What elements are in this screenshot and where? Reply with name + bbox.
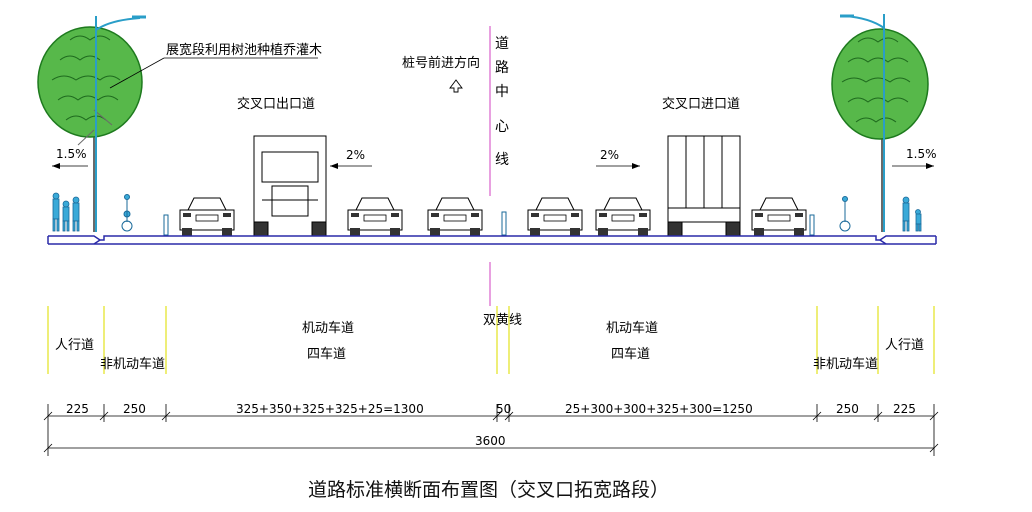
- center-char-1: 道: [495, 36, 509, 52]
- car-6: [751, 197, 807, 236]
- dim-sidewalk-left: 225: [66, 402, 89, 416]
- diagram-caption: 道路标准横断面布置图（交叉口拓宽路段）: [308, 479, 669, 501]
- light-pole-right: [840, 14, 885, 232]
- cars: [179, 197, 807, 236]
- right-lanes-label: 四车道: [611, 346, 650, 362]
- left-sidewalk-label: 人行道: [55, 338, 94, 353]
- station-direction: 桩号前进方向: [402, 55, 480, 93]
- center-char-3: 中: [495, 84, 509, 100]
- dim-total: 3600: [475, 434, 506, 448]
- left-motor-label: 机动车道: [302, 320, 354, 336]
- double-yellow-label: 双黄线: [483, 313, 522, 328]
- dim-motor-right: 25+300+300+325+300=1250: [565, 402, 753, 416]
- entry-lane-label: 交叉口进口道: [662, 96, 740, 112]
- center-char-5: 线: [495, 152, 509, 168]
- right-motor-label: 机动车道: [606, 320, 658, 336]
- light-pole-left: [95, 15, 146, 232]
- zone-dividers: [47, 306, 935, 374]
- car-2: [347, 197, 403, 236]
- center-char-4: 心: [495, 119, 509, 135]
- right-sidewalk-label: 人行道: [885, 338, 924, 353]
- car-5: [595, 197, 651, 236]
- slope-left-outer: 1.5%: [56, 147, 87, 161]
- slope-marks: 1.5% 1.5% 2% 2%: [52, 147, 937, 169]
- car-4: [527, 197, 583, 236]
- widening-note-text: 展宽段利用树池种植乔灌木: [166, 42, 322, 58]
- pedestrians-left: [52, 192, 80, 232]
- curb-posts: [163, 211, 815, 236]
- left-nonmotor-label: 非机动车道: [100, 356, 165, 372]
- up-arrow-icon: [449, 79, 463, 93]
- exit-lane-label: 交叉口出口道: [237, 96, 315, 112]
- tree-right: [831, 28, 929, 232]
- car-1: [179, 197, 235, 236]
- slope-right-lane: 2%: [600, 148, 619, 162]
- dim-motor-left: 325+350+325+325+25=1300: [236, 402, 424, 416]
- slope-left-lane: 2%: [346, 148, 365, 162]
- dim-nonmotor-left: 250: [123, 402, 146, 416]
- slope-right-outer: 1.5%: [906, 147, 937, 161]
- right-nonmotor-label: 非机动车道: [813, 356, 878, 372]
- truck-entry: [667, 135, 741, 237]
- zone-labels: 人行道 非机动车道 机动车道 四车道 双黄线 机动车道 四车道 非机动车道 人行…: [55, 313, 924, 372]
- station-direction-text: 桩号前进方向: [402, 55, 480, 71]
- widening-note: 展宽段利用树池种植乔灌木: [109, 42, 322, 89]
- left-lanes-label: 四车道: [307, 346, 346, 362]
- dimension-lines: [43, 404, 939, 456]
- cyclist-right: [839, 196, 851, 232]
- center-line-label: 道 路 中 心 线: [495, 36, 509, 168]
- dim-sidewalk-right: 225: [893, 402, 916, 416]
- dimension-values: 225 250 325+350+325+325+25=1300 50 25+30…: [66, 402, 916, 448]
- center-char-2: 路: [495, 60, 509, 76]
- pedestrians-right: [902, 196, 922, 232]
- dim-median: 50: [496, 402, 511, 416]
- dim-nonmotor-right: 250: [836, 402, 859, 416]
- cyclist-left: [121, 194, 133, 232]
- road-surface: [47, 235, 937, 245]
- truck-exit: [253, 135, 327, 237]
- car-3: [427, 197, 483, 236]
